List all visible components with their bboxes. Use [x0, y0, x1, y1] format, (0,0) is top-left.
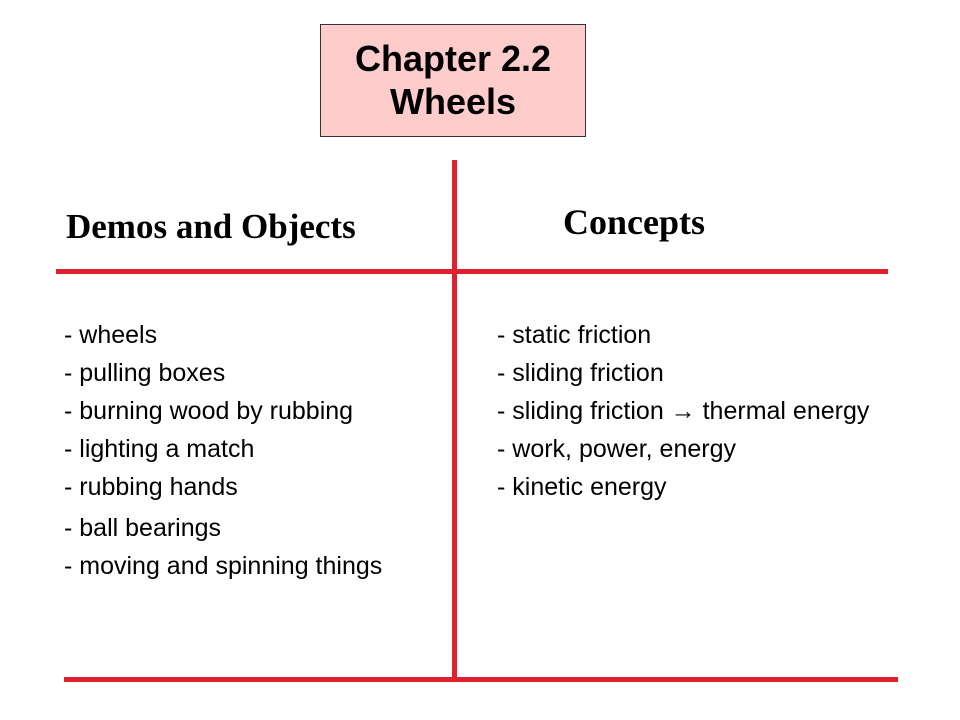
demos-heading: Demos and Objects — [66, 207, 356, 246]
list-item: - ball bearings — [64, 514, 222, 542]
chapter-number: Chapter 2.2 — [354, 38, 552, 79]
demos-list: - wheels - pulling boxes - burning wood … — [64, 316, 444, 585]
vertical-divider — [452, 160, 457, 680]
list-item: - work, power, energy — [497, 435, 736, 463]
list-item: - wheels — [64, 321, 158, 349]
top-divider — [56, 269, 888, 274]
list-item: - static friction — [497, 321, 652, 349]
chapter-title-box: Chapter 2.2 Wheels — [320, 24, 586, 137]
list-item: - sliding friction → thermal energy — [497, 397, 870, 425]
chapter-title: Wheels — [389, 81, 517, 122]
list-item: - pulling boxes — [64, 359, 226, 387]
list-item: - kinetic energy — [497, 473, 667, 501]
list-item: - sliding friction — [497, 359, 664, 387]
concepts-list: - static friction - sliding friction - s… — [497, 316, 907, 506]
list-item: - moving and spinning things — [64, 552, 383, 580]
list-item: - lighting a match — [64, 435, 255, 463]
list-item: - rubbing hands — [64, 473, 238, 501]
concepts-heading: Concepts — [563, 202, 705, 242]
list-item: - burning wood by rubbing — [64, 397, 354, 425]
bottom-divider — [64, 677, 898, 682]
